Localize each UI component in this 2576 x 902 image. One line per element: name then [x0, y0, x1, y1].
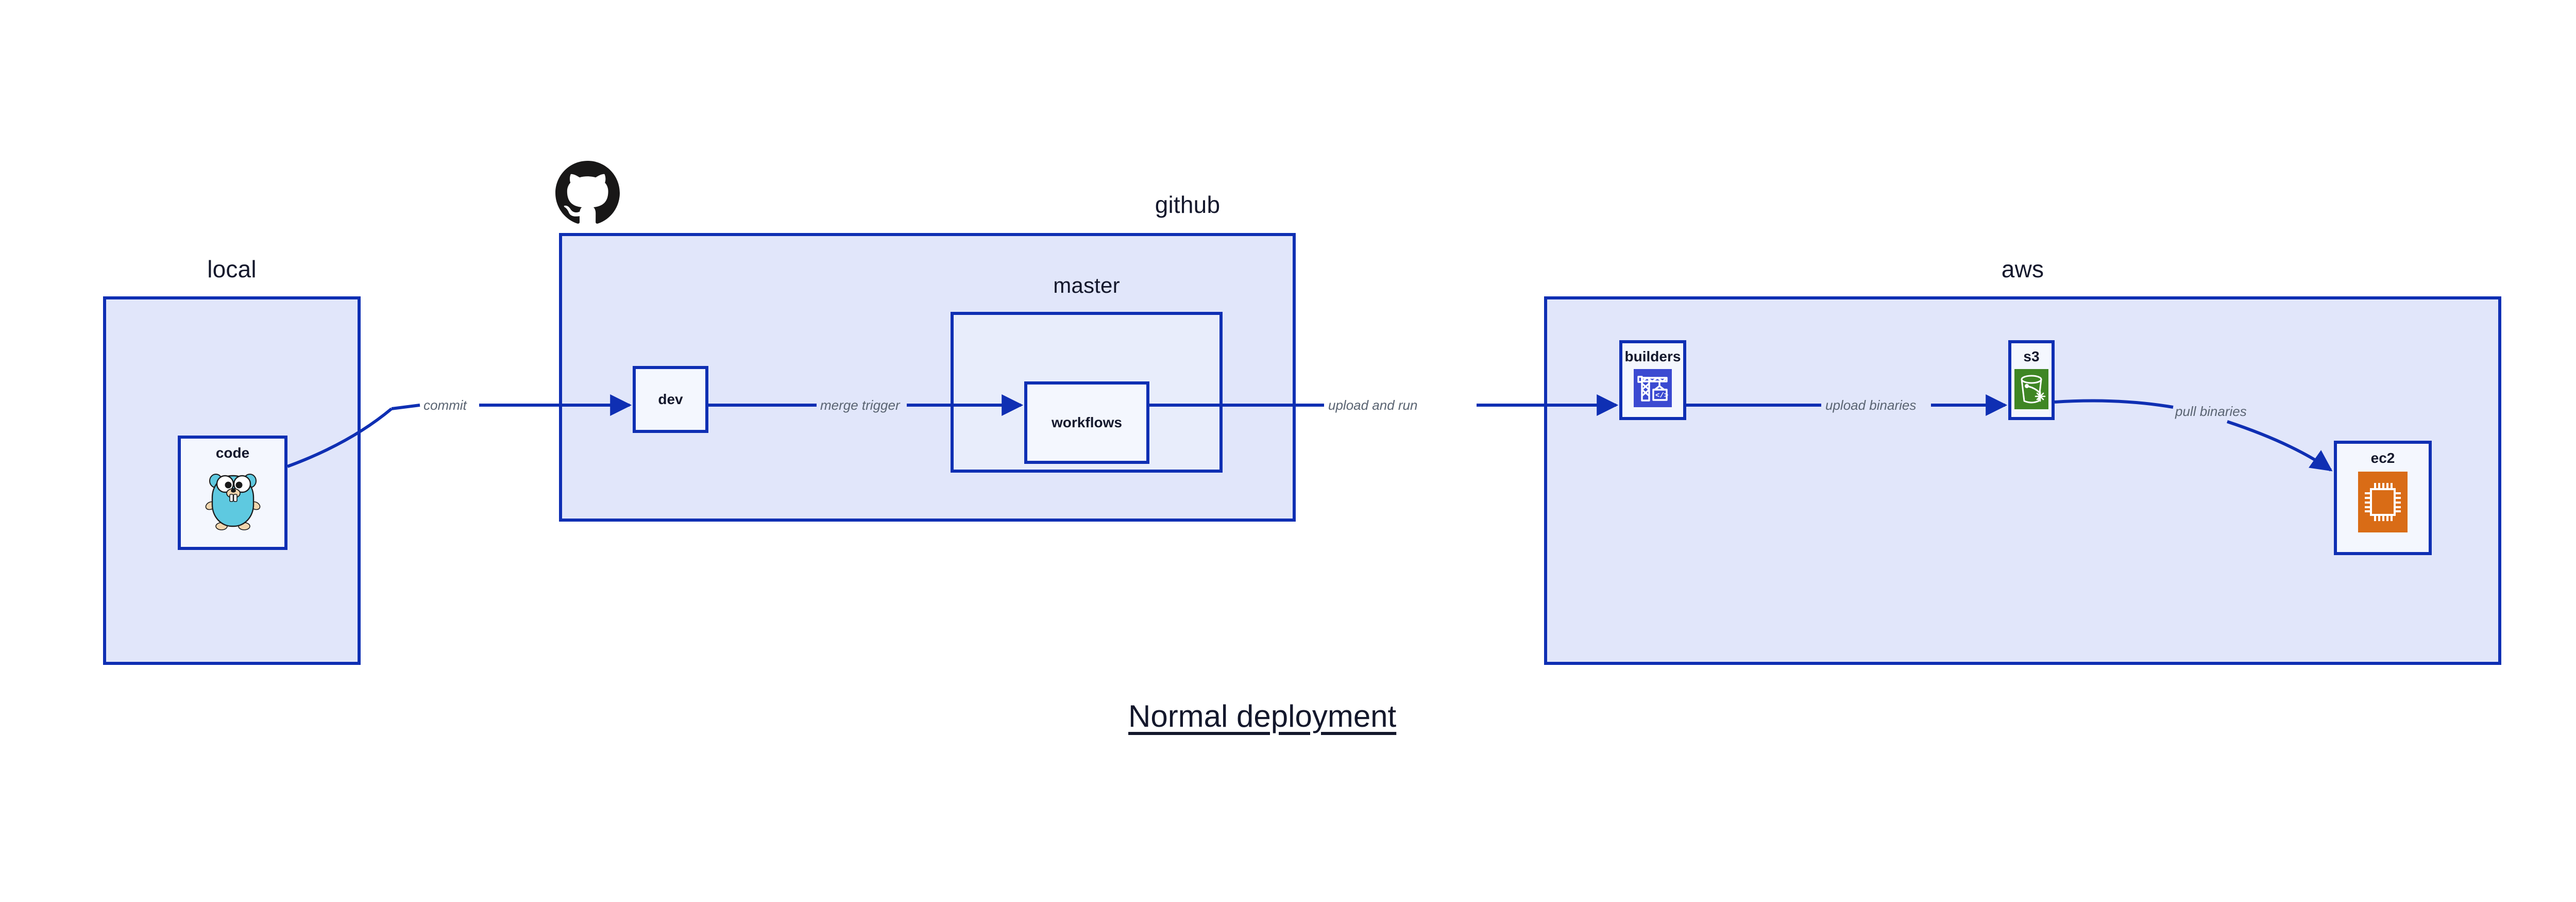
- group-master-caption: master: [1053, 273, 1120, 297]
- node-workflows-label: workflows: [1052, 414, 1122, 430]
- node-s3-label: s3: [2023, 348, 2040, 364]
- edge-label-commit: commit: [423, 397, 467, 413]
- node-code[interactable]: code: [178, 436, 287, 550]
- edge-label-merge-trigger: merge trigger: [820, 397, 900, 413]
- edge-label-upload-and-run: upload and run: [1328, 397, 1418, 413]
- figure-title: Normal deployment: [1128, 699, 1397, 733]
- aws-s3-bucket-icon: [2014, 369, 2048, 412]
- edge-label-upload-binaries: upload binaries: [1825, 397, 1917, 413]
- node-ec2-label: ec2: [2370, 450, 2395, 466]
- aws-ec2-chip-icon: [2358, 472, 2408, 535]
- group-local-caption: local: [207, 256, 257, 282]
- aws-codebuild-crane-icon: </>: [1634, 369, 1672, 410]
- edge-code-to-dev-stub: [391, 404, 420, 410]
- node-code-label: code: [215, 445, 250, 461]
- node-workflows[interactable]: workflows: [1024, 381, 1149, 464]
- node-dev[interactable]: dev: [633, 366, 708, 433]
- svg-text:</>: </>: [1655, 392, 1668, 400]
- node-builders[interactable]: builders: [1619, 340, 1686, 420]
- edge-label-pull-binaries: pull binaries: [2175, 404, 2247, 419]
- go-gopher-icon: [204, 466, 262, 533]
- node-builders-label: builders: [1624, 348, 1681, 364]
- node-ec2[interactable]: ec2: [2334, 441, 2432, 555]
- group-aws-caption: aws: [2001, 256, 2044, 282]
- node-dev-label: dev: [658, 391, 683, 407]
- group-github-caption: github: [1155, 191, 1221, 218]
- github-octocat-logo: [555, 161, 620, 228]
- node-s3[interactable]: s3: [2008, 340, 2055, 420]
